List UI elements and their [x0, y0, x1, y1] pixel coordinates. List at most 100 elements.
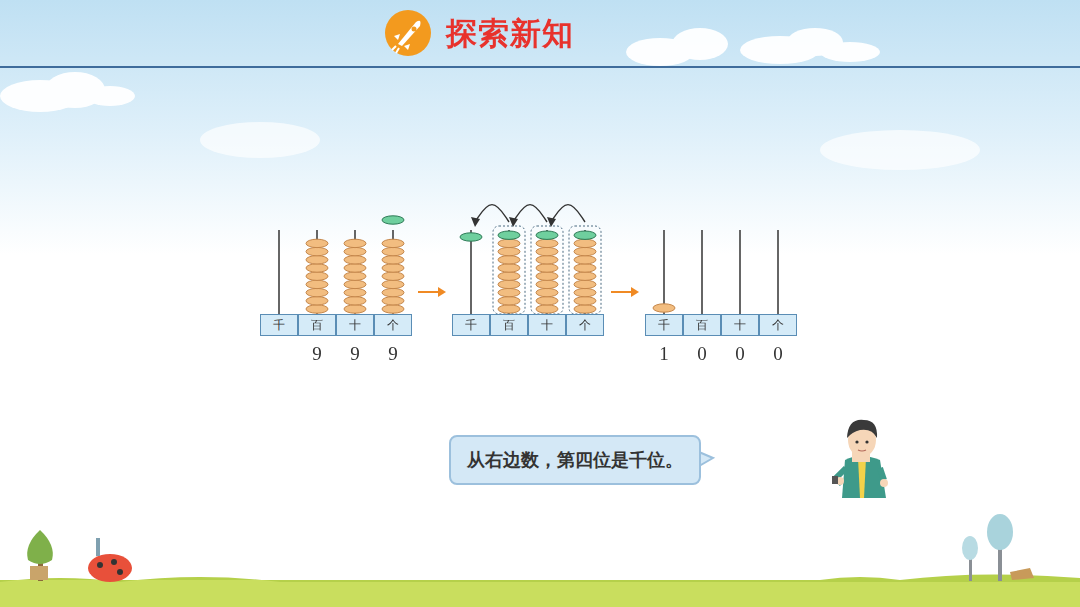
bead — [344, 264, 366, 272]
speech-bubble: 从右边数，第四位是千位。 — [449, 435, 701, 485]
bead — [498, 239, 520, 247]
bead — [536, 247, 558, 255]
carry-arrow — [475, 205, 509, 222]
page-title: 探索新知 — [446, 13, 574, 55]
digit-label: 0 — [735, 343, 745, 365]
bead — [344, 272, 366, 280]
bead — [536, 256, 558, 264]
green-bead — [536, 231, 558, 239]
place-value-cell: 百 — [298, 314, 336, 336]
bead — [498, 280, 520, 288]
digit-label: 0 — [697, 343, 707, 365]
place-name: 千 — [273, 317, 285, 334]
place-value-cell: 千 — [260, 314, 298, 336]
bead — [498, 288, 520, 296]
carry-arrow — [513, 205, 547, 222]
bead — [382, 264, 404, 272]
bead — [344, 280, 366, 288]
bead — [382, 256, 404, 264]
bead — [574, 256, 596, 264]
place-name: 个 — [387, 317, 399, 334]
bead — [574, 297, 596, 305]
bead — [536, 280, 558, 288]
place-value-cell: 十 — [336, 314, 374, 336]
grass-ground — [0, 574, 1080, 607]
dashed-group — [493, 226, 525, 314]
bead — [344, 305, 366, 313]
bubble-tail — [699, 452, 713, 466]
abacus-drawings — [279, 205, 778, 314]
left-tree — [27, 530, 53, 581]
place-value-cell: 十 — [528, 314, 566, 336]
bead — [536, 305, 558, 313]
bead — [344, 288, 366, 296]
place-value-cell: 千 — [452, 314, 490, 336]
digit-label: 1 — [659, 343, 669, 365]
place-name: 百 — [311, 317, 323, 334]
bead — [344, 256, 366, 264]
bead — [382, 239, 404, 247]
bead — [536, 288, 558, 296]
abacus-rod — [663, 230, 665, 314]
green-bead — [498, 231, 520, 239]
bead — [498, 297, 520, 305]
carry-arrowhead — [471, 217, 480, 227]
ladybug — [88, 538, 132, 582]
rocket-icon — [385, 10, 431, 56]
bead — [382, 280, 404, 288]
carry-arrowhead — [547, 217, 556, 227]
bead — [382, 288, 404, 296]
green-bead — [382, 216, 404, 224]
bead — [306, 272, 328, 280]
bead — [306, 264, 328, 272]
bead — [498, 264, 520, 272]
bead — [574, 288, 596, 296]
bead — [306, 305, 328, 313]
place-value-cell: 百 — [683, 314, 721, 336]
speech-text: 从右边数，第四位是千位。 — [467, 450, 683, 470]
place-name: 十 — [734, 317, 746, 334]
digit-label: 0 — [773, 343, 783, 365]
bead — [306, 297, 328, 305]
bead — [536, 272, 558, 280]
bead — [498, 247, 520, 255]
bead — [536, 239, 558, 247]
bead — [344, 247, 366, 255]
abacus-rod — [739, 230, 741, 314]
bead — [306, 280, 328, 288]
place-name: 百 — [503, 317, 515, 334]
bead — [306, 288, 328, 296]
step-arrows — [418, 287, 639, 297]
place-value-cell: 个 — [759, 314, 797, 336]
bead — [344, 297, 366, 305]
place-value-cell: 个 — [566, 314, 604, 336]
bead — [306, 256, 328, 264]
green-bead — [460, 233, 482, 241]
carry-arrow — [551, 205, 585, 222]
place-name: 个 — [579, 317, 591, 334]
bead — [574, 239, 596, 247]
abacus-rod — [470, 230, 472, 314]
digit-label: 9 — [350, 343, 360, 365]
bead — [536, 264, 558, 272]
right-trees — [962, 514, 1034, 581]
bead — [382, 272, 404, 280]
bead — [653, 304, 675, 312]
place-name: 十 — [541, 317, 553, 334]
place-name: 个 — [772, 317, 784, 334]
bead — [382, 297, 404, 305]
bead — [574, 272, 596, 280]
green-bead — [574, 231, 596, 239]
place-value-cell: 百 — [490, 314, 528, 336]
bead — [382, 247, 404, 255]
digit-label: 9 — [312, 343, 322, 365]
place-name: 千 — [465, 317, 477, 334]
boy-figure — [832, 420, 888, 498]
dashed-group — [569, 226, 601, 314]
carry-arrowhead — [509, 217, 518, 227]
abacus-rod — [701, 230, 703, 314]
bead — [574, 305, 596, 313]
place-name: 千 — [658, 317, 670, 334]
bead — [306, 239, 328, 247]
